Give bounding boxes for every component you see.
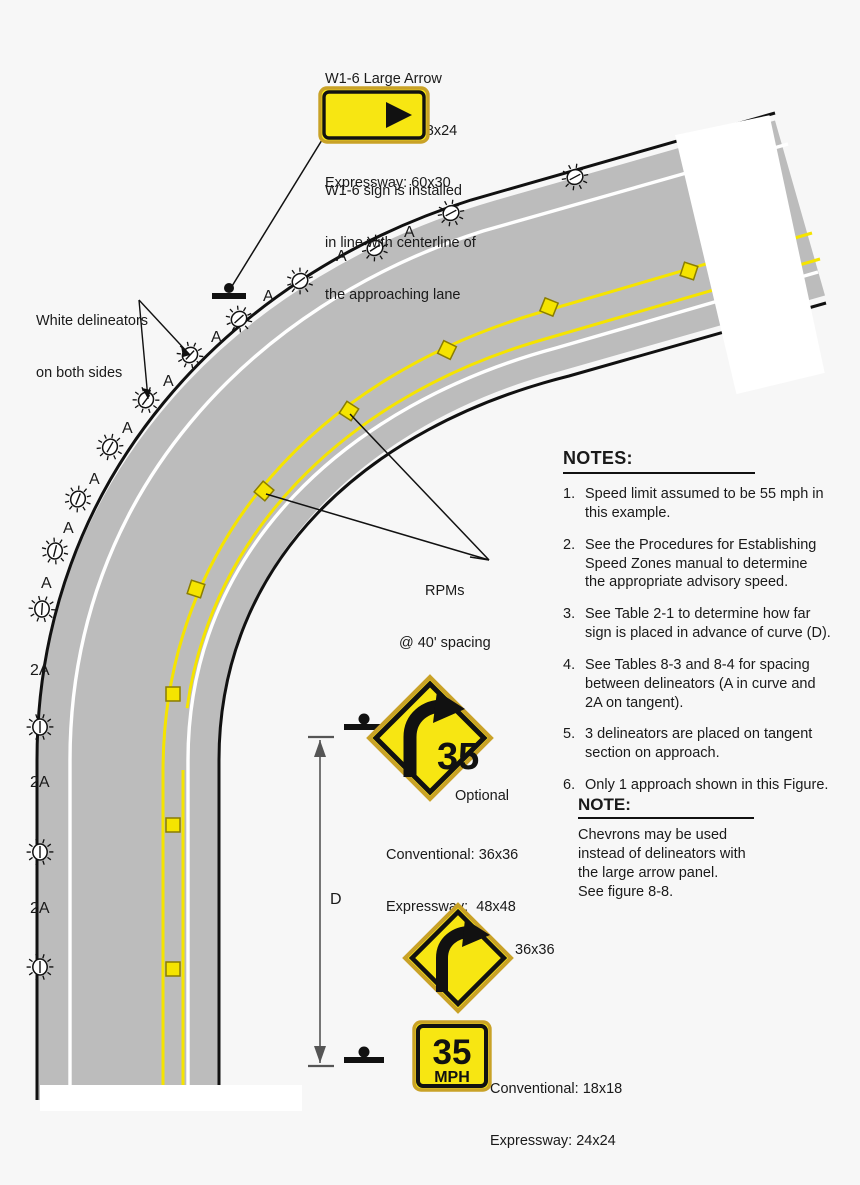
note-number: 3. <box>563 605 585 643</box>
delineator-callout-line1: White delineators <box>36 313 148 330</box>
rpm-callout-line2: @ 40' spacing <box>399 635 491 652</box>
leader-w16-sign <box>229 140 322 291</box>
spacing-label: A <box>122 421 133 437</box>
white-delineators-callout: White delineators on both sides <box>36 278 148 417</box>
sign-post-symbol-curve <box>344 1047 384 1064</box>
plaque-conventional: Conventional: 18x18 <box>490 1081 622 1098</box>
note2-heading: NOTE: <box>578 795 808 815</box>
w16-placement-note: W1-6 sign is installed in line with cent… <box>325 148 476 339</box>
optional-label: Optional <box>455 788 509 805</box>
dimension-d-label: D <box>330 891 342 910</box>
plaque-size-block: Conventional: 18x18 Expressway: 24x24 <box>490 1046 622 1185</box>
spacing-label: A <box>336 249 347 265</box>
rpm-marker <box>438 341 457 360</box>
delineator-icon <box>39 535 71 566</box>
delineator-icon <box>221 301 258 338</box>
note-number: 6. <box>563 776 585 795</box>
spacing-label: A <box>89 472 100 488</box>
curve-sign-with-advisory-speed[interactable]: 35 <box>365 673 495 803</box>
delineator-icon <box>557 159 592 195</box>
delineator-icon <box>28 595 57 622</box>
rpm-marker <box>680 262 698 280</box>
note2-line: instead of delineators with <box>578 845 808 864</box>
rpm-marker <box>254 481 274 501</box>
note2-line: Chevrons may be used <box>578 826 808 845</box>
w16-note-line3: the approaching lane <box>325 287 476 304</box>
w16-note-line1: W1-6 sign is installed <box>325 183 476 200</box>
spacing-label: 2A <box>30 901 50 917</box>
sign-post-symbol-w16 <box>212 283 246 299</box>
delineator-icon <box>27 954 54 980</box>
note-item: 6.Only 1 approach shown in this Figure. <box>563 776 853 795</box>
plaque-expressway: Expressway: 24x24 <box>490 1133 622 1150</box>
note-text: Only 1 approach shown in this Figure. <box>585 776 828 795</box>
note2-line: the large arrow panel. <box>578 864 808 883</box>
notes-panel: NOTES: 1.Speed limit assumed to be 55 mp… <box>563 448 853 808</box>
rpm-marker <box>166 962 180 976</box>
note2-line: See figure 8-8. <box>578 883 808 902</box>
note-number: 5. <box>563 725 585 763</box>
rpm-marker <box>166 818 180 832</box>
note-number: 1. <box>563 485 585 523</box>
rpm-callout-line1: RPMs <box>425 583 491 600</box>
delineator-icon <box>27 714 54 740</box>
rpm-marker <box>166 687 180 701</box>
curve-sign-conventional: Conventional: 36x36 <box>386 847 518 864</box>
spacing-label: 2A <box>30 775 50 791</box>
w16-note-line2: in line with centerline of <box>325 235 476 252</box>
rpm-callout: RPMs @ 40' spacing <box>399 548 491 687</box>
rpm-marker <box>540 298 558 316</box>
delineator-icon <box>282 263 318 300</box>
advisory-speed-unit: MPH <box>434 1069 470 1086</box>
advisory-speed-number: 35 <box>433 1033 472 1072</box>
spacing-label: A <box>211 330 222 346</box>
delineator-callout-line2: on both sides <box>36 365 148 382</box>
note2-rule <box>578 817 754 819</box>
rpm-marker <box>339 401 358 420</box>
spacing-label: A <box>404 225 415 241</box>
spacing-label: A <box>263 289 274 305</box>
notes-rule <box>563 472 755 474</box>
rpm-marker <box>187 580 205 598</box>
note-number: 2. <box>563 536 585 593</box>
advisory-speed-plaque[interactable]: 35 MPH <box>412 1020 492 1092</box>
spacing-label: A <box>63 521 74 537</box>
curve-sign2-size: 36x36 <box>515 942 555 959</box>
spacing-label: A <box>163 374 174 390</box>
advisory-speed-inset: 35 <box>437 736 479 778</box>
delineator-icon <box>27 839 54 865</box>
w1-6-large-arrow-sign[interactable] <box>318 86 430 144</box>
spacing-label: A <box>41 576 52 592</box>
notes-heading: NOTES: <box>563 448 853 469</box>
leader-rpms <box>266 414 489 560</box>
curve-warning-sign[interactable] <box>402 902 514 1014</box>
spacing-label: 2A <box>30 663 50 679</box>
note-number: 4. <box>563 656 585 713</box>
